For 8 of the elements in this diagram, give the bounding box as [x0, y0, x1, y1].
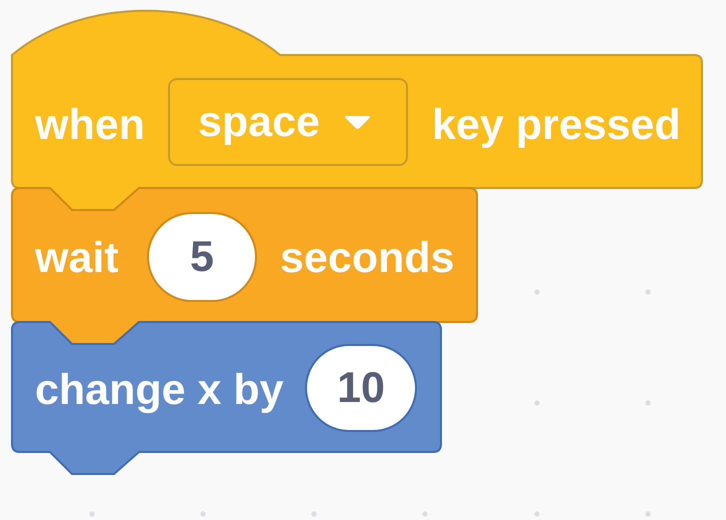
block-label: key pressed: [432, 101, 681, 149]
block-label: change x by: [35, 366, 284, 414]
motion-block: [12, 322, 441, 474]
event-hat-block: [12, 10, 702, 210]
key-dropdown: space: [168, 78, 408, 166]
block-label: wait: [35, 234, 119, 282]
block-label: seconds: [280, 234, 454, 282]
block-label: when: [35, 101, 145, 149]
